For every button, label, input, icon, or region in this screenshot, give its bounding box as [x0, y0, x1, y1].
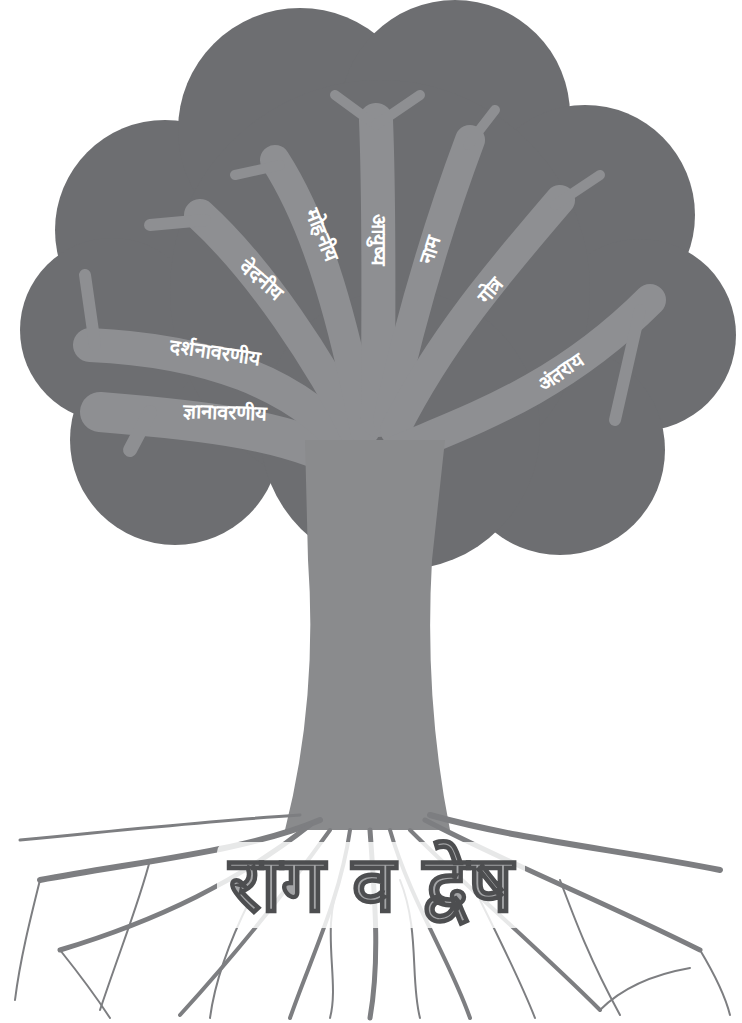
roots	[15, 815, 730, 1018]
branches	[85, 95, 650, 470]
root-label: राग व द्वेष	[217, 842, 524, 928]
branch-label: आयुष्य	[368, 214, 390, 266]
branch-label: ज्ञानावरणीय	[183, 400, 268, 425]
trunk	[285, 440, 450, 830]
